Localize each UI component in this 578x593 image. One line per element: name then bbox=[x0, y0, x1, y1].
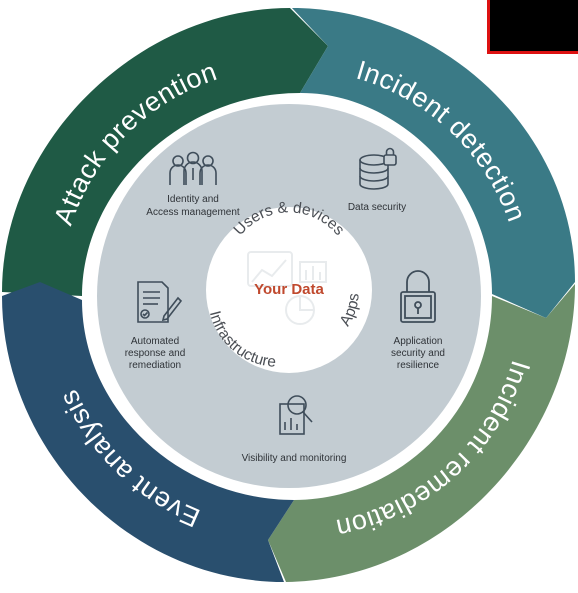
capability-app-security-line2: security and bbox=[391, 348, 445, 359]
segment-attack-prevention bbox=[2, 8, 328, 296]
segment-event-analysis bbox=[2, 282, 294, 582]
center-title: Your Data bbox=[254, 281, 324, 298]
capability-app-security-line3: resilience bbox=[397, 360, 440, 371]
document-pen-icon bbox=[137, 281, 183, 323]
data-graphic-icon bbox=[247, 251, 327, 325]
segment-incident-detection bbox=[292, 8, 575, 318]
corner-overlay-box bbox=[487, 0, 578, 54]
capability-automated-line2: response and bbox=[125, 348, 186, 359]
capability-automated-line3: remediation bbox=[129, 360, 181, 371]
capability-identity-line1: Identity and bbox=[167, 194, 219, 205]
capability-data-security: Data security bbox=[348, 202, 406, 213]
center-disk bbox=[206, 207, 372, 373]
people-icon bbox=[169, 151, 217, 185]
magnifier-chart-icon bbox=[279, 395, 313, 435]
capability-visibility: Visibility and monitoring bbox=[242, 453, 347, 464]
capability-automated-line1: Automated bbox=[131, 336, 179, 347]
database-lock-icon bbox=[359, 147, 397, 190]
capability-app-security-line1: Application bbox=[394, 336, 443, 347]
segment-incident-remediation bbox=[268, 284, 575, 582]
padlock-icon bbox=[400, 270, 436, 323]
capability-identity-line2: Access management bbox=[146, 207, 240, 218]
